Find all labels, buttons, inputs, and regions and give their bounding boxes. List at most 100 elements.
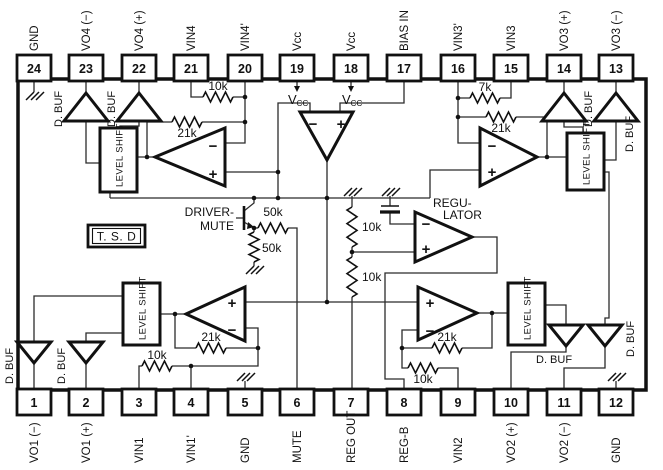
pin-label: VIN3	[506, 25, 518, 51]
vcc-supplies: VCC VCC	[288, 86, 362, 108]
arrow-down-icon	[348, 86, 354, 92]
pin-top-18: 18 Vcc	[332, 32, 370, 83]
driver-mute-label-line2: MUTE	[200, 219, 234, 233]
vcc-label: VCC	[288, 92, 308, 108]
resistor-value: 21k	[177, 126, 197, 140]
d-buf-label: D. BUF	[624, 116, 636, 152]
pin-top-19: 19 Vcc	[278, 32, 316, 83]
regulator-label-line2: LATOR	[443, 208, 482, 222]
pin-number: 19	[290, 62, 304, 76]
opamp-plus-sign: +	[209, 166, 218, 183]
buffer-vo2-plus	[545, 323, 587, 349]
pin-label: Vcc	[346, 32, 358, 51]
pin-box	[545, 387, 583, 417]
pin-label: VIN2	[453, 437, 465, 463]
resistor-value: 21k	[437, 330, 457, 344]
pin-box	[385, 387, 423, 417]
opamp-minus-sign: −	[488, 138, 497, 155]
pin-number: 22	[132, 62, 146, 76]
pin-label: VO4 (−)	[81, 10, 93, 51]
resistor-value: 10k	[362, 270, 382, 284]
capacitor	[380, 205, 400, 214]
pin-number: 1	[31, 396, 38, 410]
pin-box	[172, 387, 210, 417]
buffer-vo4-plus	[113, 90, 165, 123]
pin-number: 7	[348, 396, 355, 410]
d-buf-label: D. BUF	[53, 91, 65, 127]
pin-number: 17	[397, 62, 411, 76]
wires-bias-bus	[110, 81, 480, 302]
pin-number: 13	[609, 62, 623, 76]
opamp-minus-sign: −	[426, 323, 435, 340]
pin-top-14: 14 VO3 (+)	[545, 10, 583, 83]
buffer-vo2-minus	[584, 323, 626, 349]
d-buf-label: D. BUF	[106, 91, 118, 127]
resistor-value: 10k	[413, 372, 433, 386]
pin-box	[492, 387, 530, 417]
resistor-value: 10k	[147, 348, 167, 362]
pin-number: 12	[609, 396, 623, 410]
pin-box	[597, 53, 635, 83]
pin-box	[597, 387, 635, 417]
tsd-label: T. S. D	[97, 230, 137, 244]
pin-number: 11	[557, 396, 570, 410]
pin-label: VO2 (−)	[559, 422, 571, 463]
pin-box	[226, 387, 264, 417]
pin-number: 18	[344, 62, 358, 76]
pin-box	[226, 53, 264, 83]
pin-label: BIAS IN	[399, 10, 411, 51]
pin-number: 21	[184, 62, 198, 76]
pin-number: 9	[455, 396, 462, 410]
opamp-minus-sign: −	[422, 216, 431, 233]
pin-label: VO3 (−)	[611, 10, 623, 51]
pin-label: REG OUT	[346, 411, 358, 463]
pin-number: 24	[27, 62, 41, 76]
pin-box	[67, 53, 105, 83]
pin-number: 20	[238, 62, 252, 76]
pin-number: 2	[83, 396, 90, 410]
pin-box	[15, 53, 53, 83]
opamp-channel4	[151, 125, 227, 189]
pin-number: 10	[504, 396, 518, 410]
pin-top-17: 17 BIAS IN	[385, 10, 423, 83]
opamp-plus-sign: +	[488, 164, 497, 181]
pin-number: 8	[401, 396, 408, 410]
vcc-v: V	[342, 92, 351, 107]
pin-box	[15, 387, 53, 417]
pin-label: VO3 (+)	[559, 10, 571, 51]
pin-label: GND	[240, 437, 252, 463]
d-buf-label: D. BUF	[56, 348, 68, 384]
pin-label: VIN3'	[453, 23, 465, 51]
vcc-sub: CC	[351, 99, 363, 108]
pin-top-16: 16 VIN3'	[439, 23, 477, 83]
pin-label: VO4 (+)	[134, 10, 146, 51]
pin-top-13: 13 VO3 (−)	[597, 10, 635, 83]
vcc-label: VCC	[342, 92, 362, 108]
pin-number: 16	[451, 62, 465, 76]
buffer-vo1-plus	[65, 340, 107, 366]
resistor-value: 10k	[208, 79, 228, 93]
pin-box	[120, 387, 158, 417]
pin-number: 14	[557, 62, 571, 76]
level-shift-label: LEVEL SHIFT	[523, 276, 534, 340]
level-shift-label: LEVEL SHIFT	[138, 276, 149, 340]
arrow-down-icon	[294, 86, 300, 92]
pin-label: VIN4	[186, 25, 198, 51]
pin-label: Vcc	[292, 32, 304, 51]
output-buffers: D. BUF D. BUF D. BUF D. BUF D. BUF D. BU…	[4, 90, 642, 384]
pin-box	[278, 387, 316, 417]
pin-box	[332, 387, 370, 417]
pin-box	[439, 53, 477, 83]
resistor-value: 50k	[263, 205, 283, 219]
vcc-sub: CC	[297, 99, 309, 108]
